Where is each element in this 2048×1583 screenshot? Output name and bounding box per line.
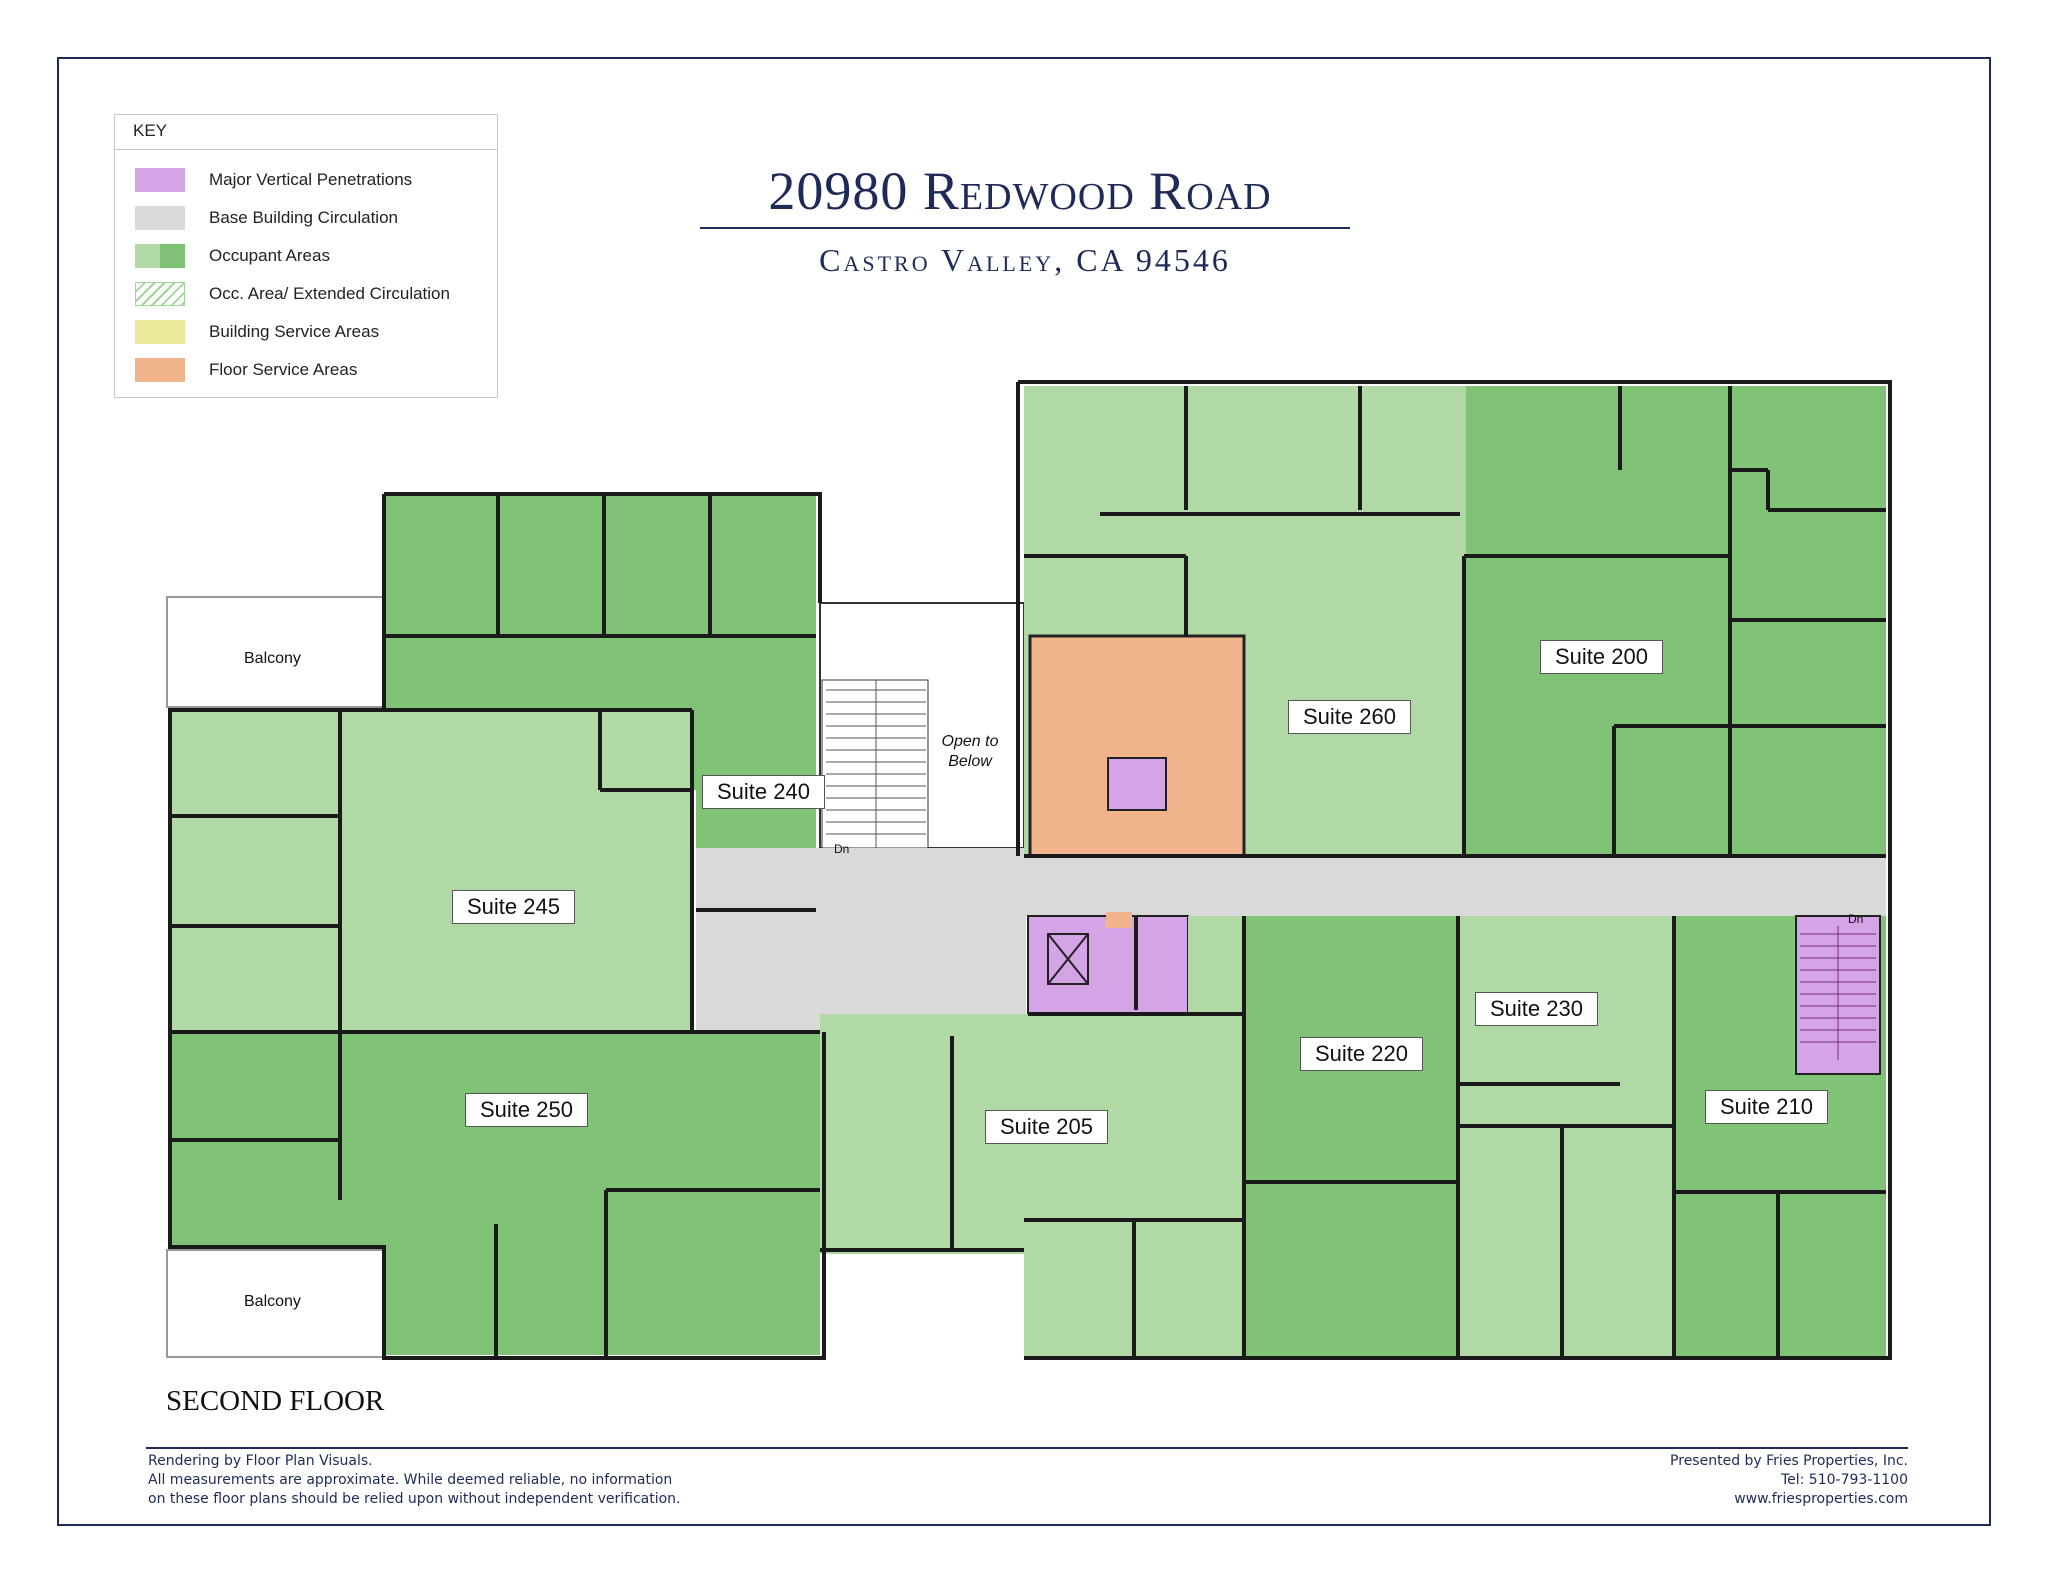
room <box>386 496 816 636</box>
stair-treads-left <box>826 680 926 848</box>
suite-230-area <box>1458 916 1674 1356</box>
balcony-bottom <box>166 1249 385 1358</box>
balcony-top <box>166 596 385 708</box>
legend-item: Major Vertical Penetrations <box>135 167 412 193</box>
footer-line: All measurements are approximate. While … <box>148 1472 673 1488</box>
elevator-shafts <box>1027 915 1189 1015</box>
shaft-upper <box>1107 757 1167 811</box>
legend-swatch <box>135 358 185 382</box>
corridor <box>816 856 1886 916</box>
legend-label: Major Vertical Penetrations <box>209 170 413 189</box>
balcony-label: Balcony <box>244 650 301 667</box>
legend-swatch <box>135 320 185 344</box>
suite-label-245: Suite 245 <box>452 890 575 924</box>
suite-label-210: Suite 210 <box>1705 1090 1828 1124</box>
title-underline <box>700 227 1350 229</box>
balcony-label: Balcony <box>244 1293 301 1310</box>
suite-label-230: Suite 230 <box>1475 992 1598 1026</box>
stair-down-label: Dn <box>834 842 850 856</box>
legend-label: Base Building Circulation <box>209 208 398 227</box>
page-subtitle: Castro Valley, CA 94546 <box>819 242 1231 278</box>
floor-service-small <box>1106 912 1132 928</box>
open-to-below-line: Open to <box>941 733 999 750</box>
suite-245-area <box>170 710 692 1030</box>
legend-label: Occ. Area/ Extended Circulation <box>209 284 450 303</box>
restroom-area <box>1028 634 1246 858</box>
legend-swatch <box>135 282 185 306</box>
walls <box>168 380 1892 1360</box>
stair-treads-right <box>1800 926 1876 1060</box>
stair-down-label: Dn <box>1848 912 1864 926</box>
legend-item: Base Building Circulation <box>135 205 398 231</box>
legend-divider <box>115 149 497 150</box>
elevator-icon <box>1047 933 1089 985</box>
legend-item: Floor Service Areas <box>135 357 357 383</box>
open-to-below-label: Open to Below <box>928 732 1012 772</box>
footer-line: on these floor plans should be relied up… <box>148 1491 681 1507</box>
legend-item: Occupant Areas <box>135 243 330 269</box>
suite-label-200: Suite 200 <box>1540 640 1663 674</box>
footer-line: Tel: 510-793-1100 <box>1780 1472 1908 1488</box>
footer-line: Presented by Fries Properties, Inc. <box>1670 1453 1908 1469</box>
suite-220-area <box>1246 916 1458 1356</box>
room <box>386 636 816 710</box>
footer-disclaimer: Rendering by Floor Plan Visuals. All mea… <box>148 1452 681 1509</box>
legend-swatch <box>135 168 185 192</box>
footer-line: Rendering by Floor Plan Visuals. <box>148 1453 373 1469</box>
legend-label: Occupant Areas <box>209 246 330 265</box>
footer-divider <box>146 1447 1908 1449</box>
open-to-below-line: Below <box>948 753 992 770</box>
legend-label: Building Service Areas <box>209 322 380 341</box>
legend-label: Floor Service Areas <box>209 360 358 379</box>
stair-left <box>821 679 929 849</box>
room <box>386 1190 820 1355</box>
floor-label: SECOND FLOOR <box>166 1385 385 1417</box>
page-title: 20980 Redwood Road <box>768 161 1272 221</box>
suite-label-260: Suite 260 <box>1288 700 1411 734</box>
legend-swatch <box>135 244 185 268</box>
legend-item: Building Service Areas <box>135 319 379 345</box>
suite-label-220: Suite 220 <box>1300 1037 1423 1071</box>
legend-title: KEY <box>133 121 168 140</box>
footer-link[interactable]: www.friesproperties.com <box>1734 1491 1908 1507</box>
suite-label-240: Suite 240 <box>702 775 825 809</box>
room <box>1188 916 1244 1016</box>
page-frame <box>57 57 1991 1526</box>
suite-label-250: Suite 250 <box>465 1093 588 1127</box>
legend-item: Occ. Area/ Extended Circulation <box>135 281 450 307</box>
legend-key: KEY Major Vertical Penetrations Base Bui… <box>114 114 498 398</box>
suite-label-205: Suite 205 <box>985 1110 1108 1144</box>
footer-contact: Presented by Fries Properties, Inc. Tel:… <box>1500 1452 1908 1509</box>
legend-swatch <box>135 206 185 230</box>
